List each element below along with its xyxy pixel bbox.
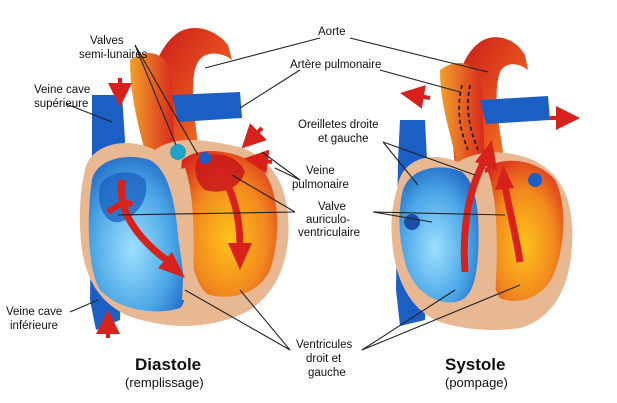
label-ventricules-3: gauche	[308, 367, 346, 379]
flow-arrow-head-1	[158, 252, 185, 278]
title-systole: Systole	[445, 355, 505, 374]
title-diastole: Diastole	[135, 355, 201, 374]
label-artere-pulmonaire: Artère pulmonaire	[290, 59, 381, 71]
flow-arrow-rv-up	[460, 158, 489, 273]
heart-diastole	[79, 27, 289, 338]
label-valve-av-2: auriculo-	[306, 214, 350, 226]
right-atrium-opening-right	[404, 214, 420, 230]
label-oreillettes-2: et gauche	[318, 133, 369, 145]
flow-arrow-av-left	[106, 200, 134, 215]
label-aorte: Aorte	[318, 26, 346, 38]
subtitle-remplissage: (remplissage)	[125, 375, 204, 390]
outflow-arrow-pa-left	[400, 85, 431, 109]
label-valves-1: Valves	[90, 35, 124, 47]
label-valve-av-3: ventriculaire	[298, 227, 360, 239]
label-veine-pulm-2: pulmonaire	[292, 179, 349, 191]
septum-left	[175, 168, 194, 300]
subtitle-pompage: (pompage)	[445, 375, 508, 390]
flow-arrow-head-4	[495, 165, 514, 190]
inflow-arrow-pv1	[241, 123, 267, 149]
label-oreillettes-1: Oreilletes droite	[298, 119, 379, 131]
flow-arrow-head-2	[228, 243, 252, 270]
leader-lines	[65, 37, 521, 351]
pulmonary-artery-branch-left	[172, 92, 242, 122]
pulmonary-artery-branch-right	[480, 96, 550, 124]
label-valve-av-1: Valve	[318, 201, 346, 213]
pulmonary-artery-right	[440, 62, 485, 168]
semilunar-valve-left	[170, 144, 186, 160]
label-vci-1: Veine cave	[6, 306, 62, 318]
pulmonary-artery-left	[130, 52, 175, 165]
labels: Aorte Artère pulmonaire Valves semi-luna…	[6, 26, 508, 390]
heart-systole	[391, 37, 580, 330]
label-ventricules-1: Ventricules	[296, 339, 353, 351]
label-veine-pulm-1: Veine	[306, 165, 335, 177]
flow-arrow-right-ventricle	[117, 179, 173, 265]
label-vcs-1: Veine cave	[34, 84, 90, 96]
label-ventricules-2: droit et	[306, 353, 342, 365]
label-valves-2: semi-lunaires	[79, 49, 148, 61]
septum-right	[478, 172, 497, 300]
flow-arrow-lv-up	[501, 184, 524, 263]
inflow-arrow-pv2	[244, 149, 273, 174]
pulmonary-vein-opening-left	[199, 152, 211, 164]
right-heart-right	[399, 167, 479, 303]
flow-arrow-left-ventricle	[216, 168, 244, 246]
label-vcs-2: supérieure	[34, 98, 88, 110]
label-vci-2: inférieure	[10, 320, 58, 332]
flow-arrow-head-3	[475, 140, 497, 170]
left-atrium-opening-right	[528, 173, 542, 187]
